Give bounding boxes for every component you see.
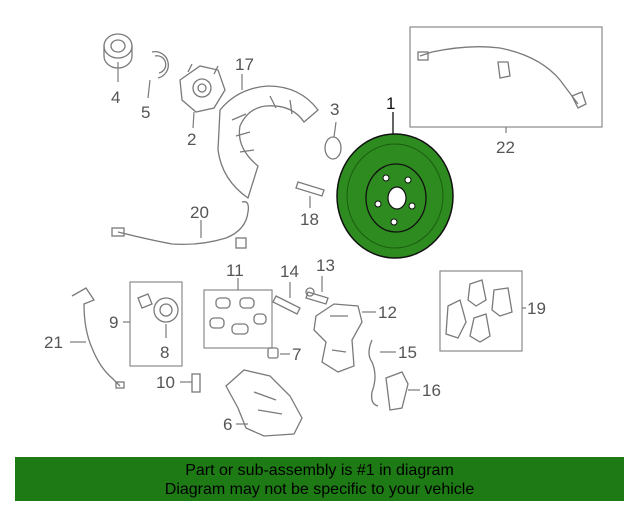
banner-line-1: Part or sub-assembly is #1 in diagram [185,462,454,479]
callout-2: 2 [187,130,196,149]
callout-16: 16 [422,381,441,400]
callout-5: 5 [141,103,150,122]
part-22-wear-sensor[interactable] [409,26,603,133]
callout-17: 17 [235,55,254,74]
part-12-caliper-bracket[interactable] [313,303,376,373]
callout-15: 15 [398,343,417,362]
callout-19: 19 [527,299,546,318]
callout-22: 22 [496,138,515,157]
part-5-snap-ring[interactable] [147,51,169,99]
exploded-parts-diagram: 4 5 2 17 3 1 [44,26,603,437]
banner-line-2: Diagram may not be specific to your vehi… [164,481,475,498]
part-20-abs-sensor[interactable] [111,201,250,249]
part-10-clip[interactable] [180,373,201,393]
part-18-bolt[interactable] [295,181,325,208]
part-17-dust-shield[interactable] [217,74,319,200]
part-3-seal[interactable] [324,121,342,160]
part-9-caliper-seal-kit[interactable] [123,281,183,367]
callout-4: 4 [111,88,120,107]
part-14-guide-pin[interactable] [272,282,301,315]
callout-3: 3 [330,100,339,119]
callout-1: 1 [386,94,395,113]
part-19-brake-pads[interactable] [439,270,526,352]
part-info-banner: Part or sub-assembly is #1 in diagram Di… [15,457,624,501]
callout-21: 21 [44,333,63,352]
callout-6: 6 [223,415,232,434]
part-1-brake-rotor[interactable] [336,112,454,259]
part-16-pad-clip[interactable] [385,371,420,411]
part-11-guide-pin-kit[interactable] [203,278,273,349]
callout-10: 10 [156,373,175,392]
callout-11: 11 [226,261,244,280]
callout-13: 13 [316,256,335,275]
part-15-spring[interactable] [368,339,396,407]
callout-12: 12 [378,303,397,322]
callout-7: 7 [292,345,301,364]
callout-8: 8 [160,343,169,362]
callout-14: 14 [280,262,299,281]
part-13-bolt[interactable] [305,276,329,305]
part-2-hub[interactable] [179,63,226,129]
part-21-brake-hose[interactable] [70,287,125,389]
callout-18: 18 [300,210,319,229]
part-7-bleeder[interactable] [267,347,290,359]
part-6-caliper[interactable] [225,369,303,437]
part-4-bearing[interactable] [103,33,133,82]
callout-9: 9 [109,313,118,332]
callout-20: 20 [190,203,209,222]
